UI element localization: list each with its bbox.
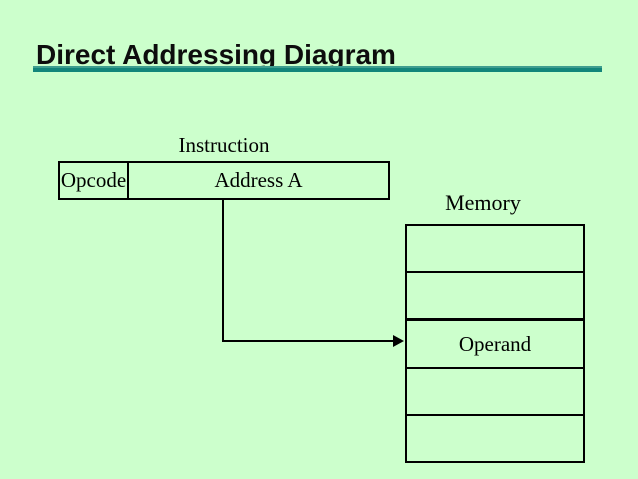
title-underline (33, 66, 602, 72)
address-cell: Address A (129, 163, 388, 198)
memory-box: Operand (405, 224, 585, 463)
memory-row (407, 413, 583, 461)
memory-row (407, 366, 583, 414)
memory-row (407, 226, 583, 271)
connector-vertical-line (222, 200, 224, 342)
page-title: Direct Addressing Diagram (36, 39, 396, 70)
memory-row (407, 271, 583, 318)
connector-horizontal-line (222, 340, 396, 342)
instruction-box: Opcode Address A (58, 161, 390, 200)
opcode-label: Opcode (60, 168, 127, 192)
arrow-right-icon (393, 335, 404, 347)
instruction-label: Instruction (178, 133, 270, 157)
memory-row-operand: Operand (407, 318, 583, 366)
memory-label: Memory (445, 190, 521, 215)
opcode-cell: Opcode (60, 163, 129, 198)
address-label: Address A (214, 168, 303, 192)
